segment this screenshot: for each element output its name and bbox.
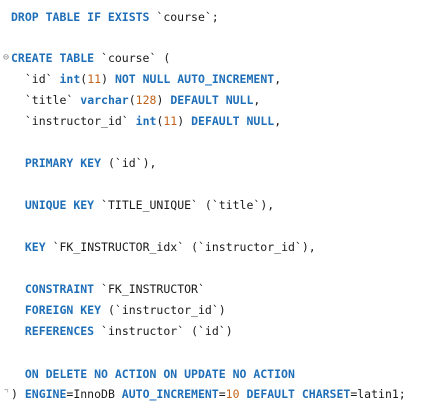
code-token: ( xyxy=(101,156,115,170)
code-token: ( xyxy=(184,324,198,338)
code-token: `title` xyxy=(24,93,74,107)
code-token: ) xyxy=(177,114,192,128)
code-token: `id` xyxy=(114,156,143,170)
code-token: `id` xyxy=(24,72,53,86)
code-text: CONSTRAINT `FK_INSTRUCTOR` xyxy=(11,281,205,297)
code-token: ( xyxy=(128,93,136,107)
code-token xyxy=(94,282,101,296)
code-token: `FK_INSTRUCTOR` xyxy=(101,282,205,296)
code-token: PRIMARY KEY xyxy=(24,156,102,170)
code-token: ( xyxy=(80,72,88,86)
code-token: =latin1; xyxy=(350,387,406,401)
code-token: `course` xyxy=(101,51,157,65)
code-token: `course` xyxy=(156,10,212,24)
code-token: =InnoDB xyxy=(66,387,122,401)
code-token: CONSTRAINT xyxy=(24,282,95,296)
code-token: `instructor_id` xyxy=(198,240,302,254)
fold-collapse-icon[interactable]: ⊖ xyxy=(2,52,10,63)
code-token xyxy=(129,114,136,128)
code-token: ) xyxy=(225,324,233,338)
code-token xyxy=(11,72,25,86)
code-token xyxy=(94,198,101,212)
code-text: UNIQUE KEY `TITLE_UNIQUE` (`title`), xyxy=(11,197,274,213)
code-text: KEY `FK_INSTRUCTOR_idx` (`instructor_id`… xyxy=(11,239,316,255)
code-token: `instructor_id` xyxy=(114,303,219,317)
code-text: FOREIGN KEY (`instructor_id`) xyxy=(11,302,226,318)
code-token xyxy=(11,114,25,128)
code-token xyxy=(94,324,101,338)
code-text: `title` varchar(128) DEFAULT NULL, xyxy=(11,92,260,108)
code-token: AUTO_INCREMENT xyxy=(121,387,219,401)
code-text: ) ENGINE=InnoDB AUTO_INCREMENT=10 DEFAUL… xyxy=(11,386,406,402)
code-token: DEFAULT NULL xyxy=(170,93,254,107)
code-text: ON DELETE NO ACTION ON UPDATE NO ACTION xyxy=(11,366,295,382)
code-token: `instructor_id` xyxy=(24,114,129,128)
code-token: CREATE TABLE xyxy=(11,51,102,65)
code-token: ( xyxy=(101,303,115,317)
code-token xyxy=(46,240,53,254)
code-token: `title` xyxy=(211,198,261,212)
code-token: , xyxy=(274,72,282,86)
code-token: ) xyxy=(101,72,115,86)
code-token: ) xyxy=(156,93,171,107)
code-token: ( xyxy=(184,240,198,254)
code-token: , xyxy=(253,93,261,107)
code-token: int xyxy=(59,72,81,86)
code-token: UNIQUE KEY xyxy=(24,198,95,212)
code-token: ), xyxy=(260,198,275,212)
code-token: int xyxy=(135,114,157,128)
code-token xyxy=(11,93,25,107)
fold-end-icon[interactable]: ⌝ xyxy=(2,388,10,399)
code-text: DROP TABLE IF EXISTS `course`; xyxy=(11,9,219,25)
code-token xyxy=(11,240,25,254)
code-token: KEY xyxy=(24,240,46,254)
code-token: FOREIGN KEY xyxy=(24,303,102,317)
code-token: NOT NULL AUTO_INCREMENT xyxy=(114,72,275,86)
code-token: `id` xyxy=(198,324,226,338)
code-token: ( xyxy=(156,114,164,128)
code-token xyxy=(53,72,60,86)
code-token: `FK_INSTRUCTOR_idx` xyxy=(52,240,185,254)
code-token: `TITLE_UNIQUE` xyxy=(101,198,198,212)
code-token: , xyxy=(274,114,282,128)
code-token: 10 xyxy=(225,387,240,401)
code-token xyxy=(11,324,25,338)
code-token: = xyxy=(218,387,226,401)
code-token: DEFAULT CHARSET xyxy=(246,387,351,401)
code-token: DEFAULT NULL xyxy=(191,114,275,128)
code-token: ENGINE xyxy=(24,387,67,401)
code-text: REFERENCES `instructor` (`id`) xyxy=(11,323,233,339)
code-token: 128 xyxy=(135,93,157,107)
code-token: 11 xyxy=(87,72,102,86)
code-token: ), xyxy=(142,156,157,170)
code-token: ( xyxy=(197,198,212,212)
code-token: ; xyxy=(211,10,219,24)
code-token: 11 xyxy=(163,114,178,128)
code-token: ON DELETE NO ACTION ON UPDATE NO ACTION xyxy=(24,367,295,381)
code-token xyxy=(11,303,25,317)
code-token: varchar xyxy=(80,93,129,107)
code-token: ) xyxy=(218,303,226,317)
code-token: `instructor` xyxy=(101,324,185,338)
code-token: DROP TABLE IF EXISTS xyxy=(11,10,157,24)
code-token xyxy=(11,282,25,296)
code-token xyxy=(11,367,25,381)
code-text: `instructor_id` int(11) DEFAULT NULL, xyxy=(11,113,281,129)
code-token: ), xyxy=(301,240,316,254)
code-text: CREATE TABLE `course` ( xyxy=(11,50,170,66)
code-text: PRIMARY KEY (`id`), xyxy=(11,155,157,171)
code-token xyxy=(11,198,25,212)
code-token xyxy=(11,156,25,170)
code-token: ) xyxy=(11,387,25,401)
code-token: ( xyxy=(156,51,171,65)
code-text: `id` int(11) NOT NULL AUTO_INCREMENT, xyxy=(11,71,281,87)
code-token: REFERENCES xyxy=(24,324,95,338)
